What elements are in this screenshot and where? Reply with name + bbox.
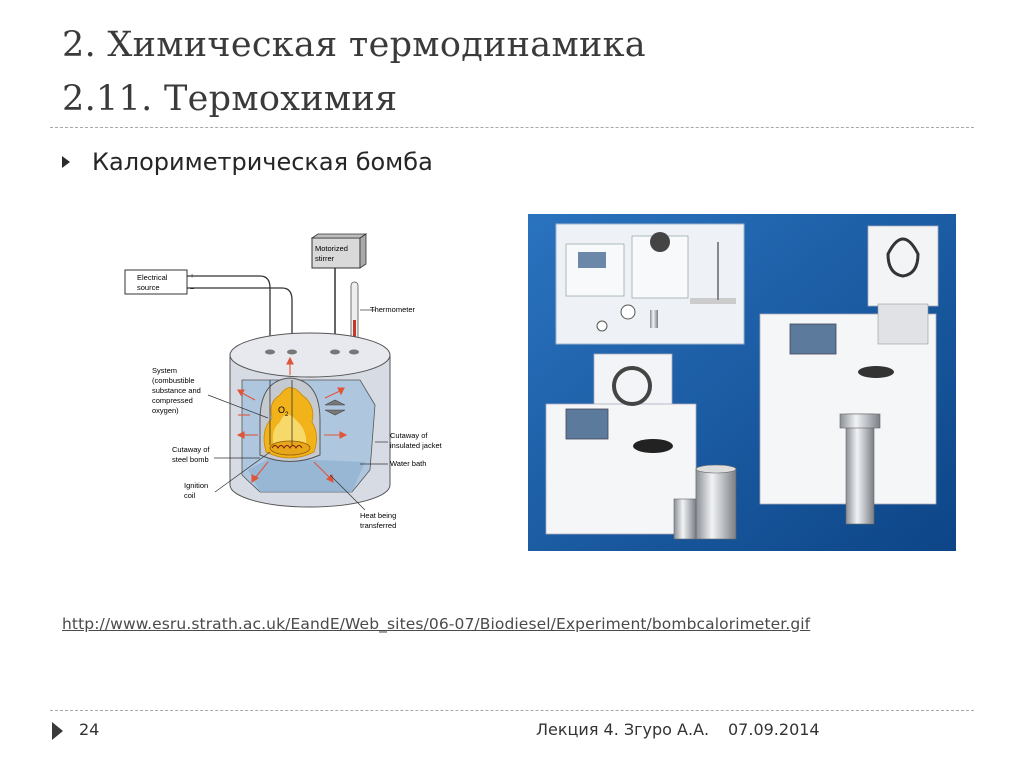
- system-label-5: oxygen): [152, 406, 179, 415]
- electrical-source-label-1: Electrical: [137, 273, 168, 282]
- title-divider: [50, 127, 974, 128]
- system-label-2: (combustible: [152, 376, 195, 385]
- bullet-text: Калориметрическая бомба: [92, 148, 433, 176]
- footer-lecture: Лекция 4. Згуро А.А.: [536, 720, 710, 739]
- footer-divider: [50, 710, 974, 711]
- small-bomb: [673, 498, 697, 540]
- system-label-1: System: [152, 366, 177, 375]
- bullet-arrow-icon: [62, 156, 70, 168]
- slide-title: 2. Химическая термодинамика 2.11. Термох…: [62, 18, 646, 126]
- ignition-label-1: Ignition: [184, 481, 208, 490]
- stirrer-label-2: stirrer: [315, 254, 335, 263]
- page-number: 24: [79, 720, 100, 739]
- jacket-label-2: insulated jacket: [390, 441, 443, 450]
- wire-negative: [187, 287, 293, 353]
- heat-label-1: Heat being: [360, 511, 396, 520]
- electrical-source-box: [124, 269, 188, 295]
- steel-bomb-label-2: steel bomb: [172, 455, 209, 464]
- o2-subscript: 2: [285, 412, 289, 418]
- heat-arrows: [236, 356, 348, 484]
- motor-box: [311, 237, 361, 269]
- ignition-label-2: coil: [184, 491, 196, 500]
- title-line-2: 2.11. Термохимия: [62, 79, 398, 119]
- electrical-source-label-2: source: [137, 283, 160, 292]
- system-label-4: compressed: [152, 396, 193, 405]
- water-bath-label: Water bath: [390, 459, 426, 468]
- bomb-calorimeter-diagram: Electrical source + − Motorized stirrer …: [124, 233, 443, 530]
- footer-date: 07.09.2014: [728, 720, 820, 739]
- source-link[interactable]: http://www.esru.strath.ac.uk/EandE/Web_s…: [62, 615, 811, 633]
- o2-label: O: [278, 405, 285, 415]
- large-bomb: [845, 413, 875, 525]
- footer-arrow-icon: [52, 722, 63, 740]
- stirrer-label-1: Motorized: [315, 244, 348, 253]
- container-lid: [229, 332, 391, 378]
- title-line-1: 2. Химическая термодинамика: [62, 25, 646, 65]
- heat-label-2: transferred: [360, 521, 396, 530]
- water-bucket: [695, 468, 737, 540]
- bullet-item: Калориметрическая бомба: [62, 148, 433, 176]
- thermometer-label: Thermometer: [370, 305, 416, 314]
- system-label-3: substance and: [152, 386, 201, 395]
- minus-label: −: [190, 286, 194, 293]
- steel-bomb-label-1: Cutaway of: [172, 445, 210, 454]
- jacket-label-1: Cutaway of: [390, 431, 428, 440]
- ignition-coil: [271, 445, 303, 449]
- bomb-calorimeter-photo: [528, 214, 956, 551]
